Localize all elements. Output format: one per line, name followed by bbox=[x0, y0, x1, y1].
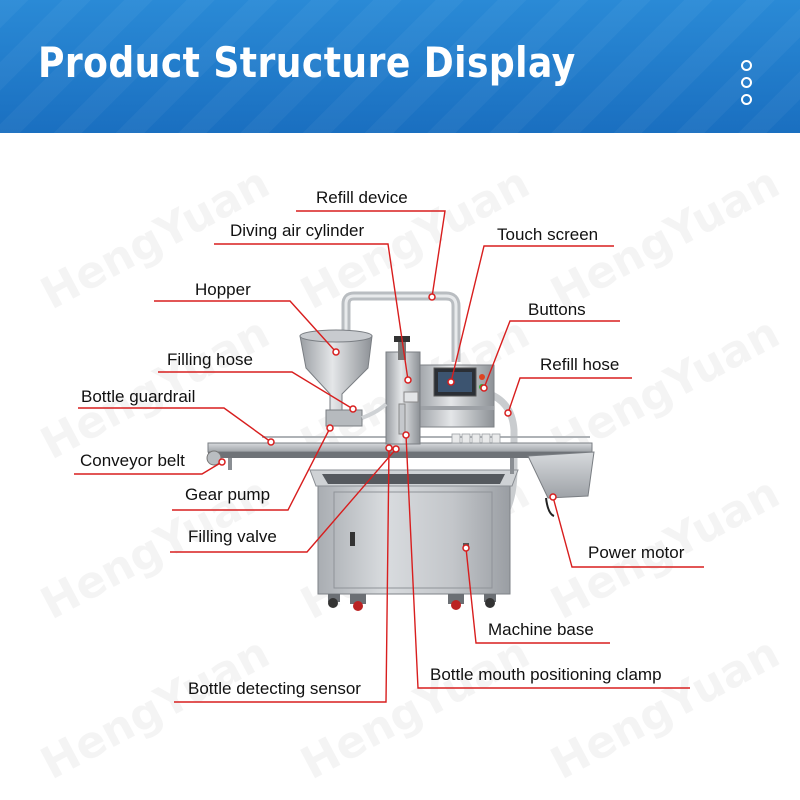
leader-power-motor bbox=[552, 496, 704, 568]
label-refill-device: Refill device bbox=[316, 188, 408, 207]
label-power-motor: Power motor bbox=[588, 543, 685, 562]
machine-base bbox=[317, 483, 511, 595]
casters bbox=[328, 594, 496, 611]
leader-bottle-guardrail bbox=[78, 407, 272, 443]
filling-hose bbox=[361, 402, 388, 420]
vertical-dots-icon[interactable] bbox=[741, 60, 753, 111]
label-filling-valve: Filling valve bbox=[188, 527, 277, 546]
dot-icon bbox=[741, 94, 752, 105]
leader-diving-air-cylinder bbox=[214, 243, 409, 381]
header-texture bbox=[0, 0, 800, 133]
hopper-rim bbox=[299, 329, 373, 343]
cabinet-tray bbox=[322, 474, 505, 484]
conveyor-leg bbox=[228, 458, 232, 470]
positioning-clamp bbox=[403, 391, 419, 403]
bottles bbox=[451, 433, 501, 444]
leader-filling-hose bbox=[158, 371, 354, 410]
label-bottle-detecting-sensor: Bottle detecting sensor bbox=[188, 679, 361, 698]
leader-endpoints bbox=[218, 293, 557, 552]
screen-display bbox=[438, 372, 472, 392]
filling-valve bbox=[398, 403, 406, 435]
label-refill-hose: Refill hose bbox=[540, 355, 620, 374]
conveyor-leg bbox=[510, 458, 514, 474]
door-lock bbox=[350, 532, 355, 546]
label-bottle-guardrail: Bottle guardrail bbox=[81, 387, 196, 406]
leader-machine-base bbox=[465, 547, 610, 644]
page-title: Product Structure Display bbox=[38, 38, 576, 87]
conveyor-roller bbox=[206, 450, 222, 466]
leader-gear-pump bbox=[172, 427, 331, 511]
leader-touch-screen bbox=[450, 245, 614, 383]
dot-icon bbox=[741, 77, 752, 88]
leader-hopper bbox=[154, 300, 337, 353]
leader-conveyor-belt bbox=[74, 461, 223, 475]
motor-cable bbox=[545, 497, 555, 517]
label-conveyor-belt: Conveyor belt bbox=[80, 451, 185, 470]
power-motor bbox=[527, 451, 595, 499]
dot-icon bbox=[741, 60, 752, 71]
label-buttons: Buttons bbox=[528, 300, 586, 319]
label-gear-pump: Gear pump bbox=[185, 485, 271, 504]
leader-bottle-mouth-positioning-clamp bbox=[405, 434, 690, 689]
label-machine-base: Machine base bbox=[488, 620, 594, 639]
leader-refill-device bbox=[296, 210, 446, 298]
conveyor-side bbox=[208, 452, 592, 458]
leader-filling-valve bbox=[170, 448, 397, 553]
label-filling-hose: Filling hose bbox=[167, 350, 253, 369]
label-hopper: Hopper bbox=[195, 280, 251, 299]
leader-buttons bbox=[483, 320, 620, 389]
leader-refill-hose bbox=[507, 377, 632, 414]
leader-bottle-detecting-sensor bbox=[174, 447, 390, 703]
button-red bbox=[479, 374, 485, 380]
housing-seam bbox=[416, 406, 494, 410]
gear-pump bbox=[325, 409, 363, 427]
diving-air-cylinder bbox=[398, 340, 406, 360]
label-diving-air-cylinder: Diving air cylinder bbox=[230, 221, 365, 240]
label-touch-screen: Touch screen bbox=[497, 225, 599, 244]
leader-lines bbox=[74, 210, 704, 703]
header-banner: Product Structure Display bbox=[0, 0, 800, 133]
label-bottle-mouth-positioning-clamp: Bottle mouth positioning clamp bbox=[430, 665, 662, 684]
refill-pipe-highlight bbox=[344, 294, 458, 362]
machine-illustration bbox=[206, 291, 595, 611]
